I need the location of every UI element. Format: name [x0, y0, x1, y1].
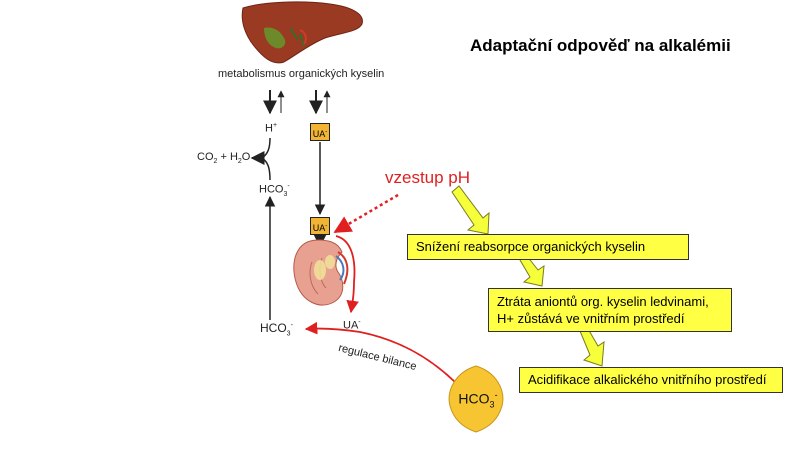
buffer-reaction-arrows [250, 137, 276, 320]
ua-box-lower: UA- [310, 217, 330, 235]
h-plus-label: H+ [265, 122, 278, 135]
regulation-arrow [304, 321, 456, 383]
step-2-line1: Ztráta aniontů org. kyselin ledvinami, [497, 294, 709, 309]
hco3-bottom-label: HCO3- [260, 321, 293, 338]
liver-illustration [241, 1, 363, 64]
ua-box-upper: UA- [310, 123, 330, 141]
ua-excreted-label: UA- [343, 319, 361, 332]
ua-excretion-arrow [335, 235, 359, 314]
cascade-arrows [451, 185, 605, 367]
hco3-drop [448, 365, 504, 433]
trigger-arrow [333, 193, 399, 234]
hco3-drop-label: HCO3- [458, 390, 498, 410]
hco3-top-label: HCO3- [259, 183, 290, 198]
page-title: Adaptační odpověď na alkalémii [470, 36, 731, 55]
liver-flux-arrows [263, 90, 331, 115]
trigger-label: vzestup pH [385, 168, 471, 187]
step-1-text: Snížení reabsorpce organických kyselin [416, 239, 646, 254]
step-box-2: Ztráta aniontů org. kyselin ledvinami, H… [488, 288, 732, 332]
liver-caption: metabolismus organických kyselin [218, 68, 385, 80]
co2-h2o-label: CO2 + H2O [197, 151, 251, 166]
kidney-illustration [293, 239, 349, 306]
step-box-3: Acidifikace alkalického vnitřního prostř… [519, 367, 783, 393]
step-2-line2: H+ zůstává ve vnitřním prostředí [497, 311, 685, 326]
step-box-1: Snížení reabsorpce organických kyselin [407, 234, 689, 260]
step-3-text: Acidifikace alkalického vnitřního prostř… [528, 372, 767, 387]
